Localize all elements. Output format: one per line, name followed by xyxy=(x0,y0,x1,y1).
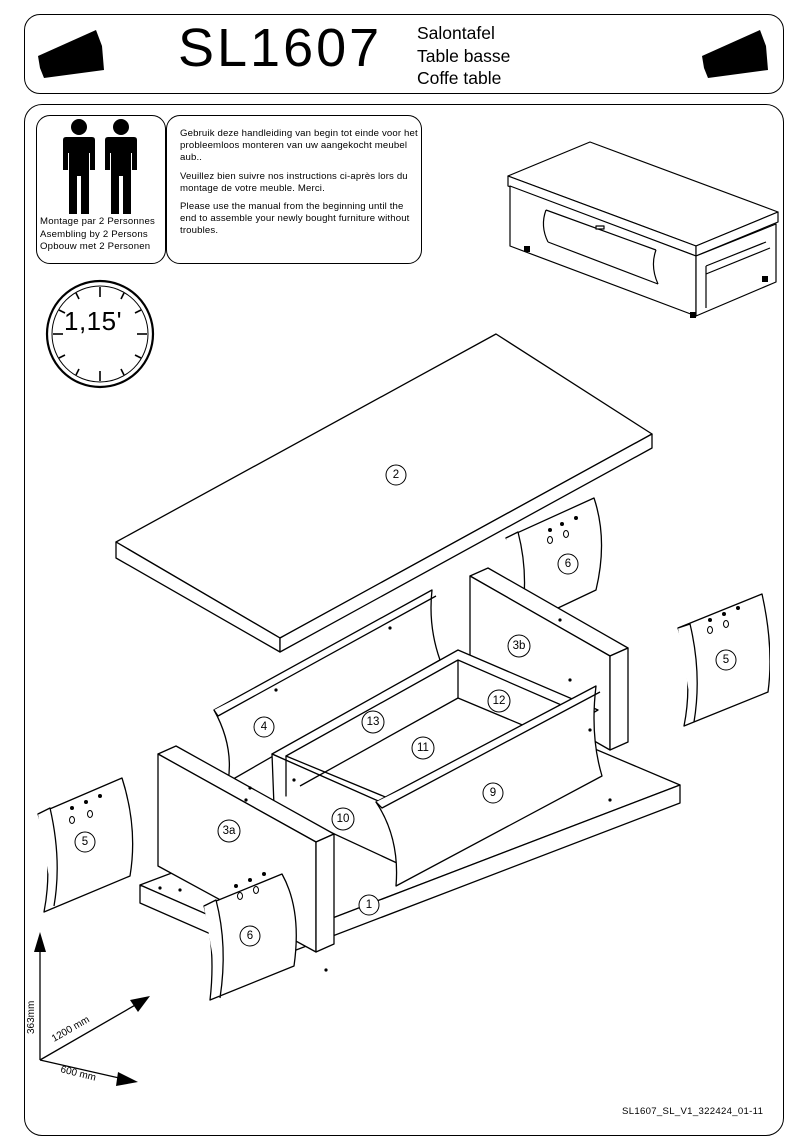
part-badge xyxy=(715,649,737,671)
part-label-12: 12 xyxy=(493,695,506,707)
manual-text: Gebruik deze handleiding van begin tot e… xyxy=(180,128,420,244)
part-badge xyxy=(487,689,511,713)
main-frame xyxy=(24,104,784,1136)
persons-line-fr: Montage par 2 Personnes xyxy=(40,216,155,227)
manual-text-french: Veuillez bien suivre nos instructions ci… xyxy=(180,170,408,194)
height-arrow-icon xyxy=(34,932,46,952)
clock-icon xyxy=(45,279,155,389)
part-label-13: 13 xyxy=(367,716,380,728)
part-label-3a: 3a xyxy=(223,825,236,837)
document-code: SL1607_SL_V1_322424_01-11 xyxy=(622,1106,764,1117)
part-label-10: 10 xyxy=(337,813,350,825)
part-badge xyxy=(74,831,96,853)
depth-arrow-icon xyxy=(116,1072,138,1086)
title-french: Table basse xyxy=(417,45,511,66)
part-label-11: 11 xyxy=(417,742,429,754)
header-frame xyxy=(24,14,784,94)
title-english: Coffe table xyxy=(417,68,502,88)
part-badge xyxy=(239,925,261,947)
part-badge xyxy=(411,736,435,760)
part-badge xyxy=(331,807,355,831)
model-number: SL1607 xyxy=(178,18,383,78)
part-badge xyxy=(385,464,407,486)
assembly-time: 1,15' xyxy=(64,306,123,336)
manual-text-dutch: Gebruik deze handleiding van begin tot e… xyxy=(180,128,418,164)
part-badge xyxy=(217,819,241,843)
part-label-3b: 3b xyxy=(513,640,526,652)
part-badge xyxy=(507,634,531,658)
part-label-1: 1 xyxy=(366,899,372,911)
two-persons-icon xyxy=(63,119,137,214)
length-arrow-icon xyxy=(130,996,150,1012)
part-badge xyxy=(361,710,385,734)
title-dutch: Salontafel xyxy=(417,23,495,43)
persons-line-en: Asembling by 2 Persons xyxy=(40,228,148,240)
brand-logo-left: GBÜ xyxy=(38,30,104,80)
part-label-6-back: 6 xyxy=(565,558,571,570)
manual-panel xyxy=(166,115,422,264)
persons-text: Montage par 2 Personnes Asembling by 2 P… xyxy=(40,216,155,254)
part-label-9: 9 xyxy=(490,787,496,799)
depth-label: 600 mm xyxy=(59,1064,97,1083)
manual-text-english: Please use the manual from the beginning… xyxy=(180,201,410,237)
part-label-5-left: 5 xyxy=(82,836,88,848)
dimension-axes: 363mm 1200 mm 600 mm xyxy=(26,932,150,1086)
persons-line-nl: Opbouw met 2 Personen xyxy=(40,241,151,252)
part-label-4: 4 xyxy=(261,721,268,733)
part-label-6-front: 6 xyxy=(247,930,253,942)
brand-logo-right: GBÜ xyxy=(702,30,768,80)
part-badge xyxy=(482,782,504,804)
part-badge xyxy=(557,553,579,575)
length-label: 1200 mm xyxy=(50,1014,92,1044)
part-label-2: 2 xyxy=(393,469,399,481)
part-label-5-right: 5 xyxy=(723,654,729,666)
part-badge xyxy=(253,716,275,738)
exploded-view-illustration: 2 6 3b 5 12 4 13 11 9 10 3a 5 1 6 xyxy=(37,333,770,1001)
part-badge xyxy=(358,894,380,916)
assembled-table-illustration xyxy=(507,141,779,318)
height-label: 363mm xyxy=(26,1001,37,1034)
product-titles: Salontafel Table basse Coffe table xyxy=(417,22,510,90)
persons-panel xyxy=(36,115,166,264)
